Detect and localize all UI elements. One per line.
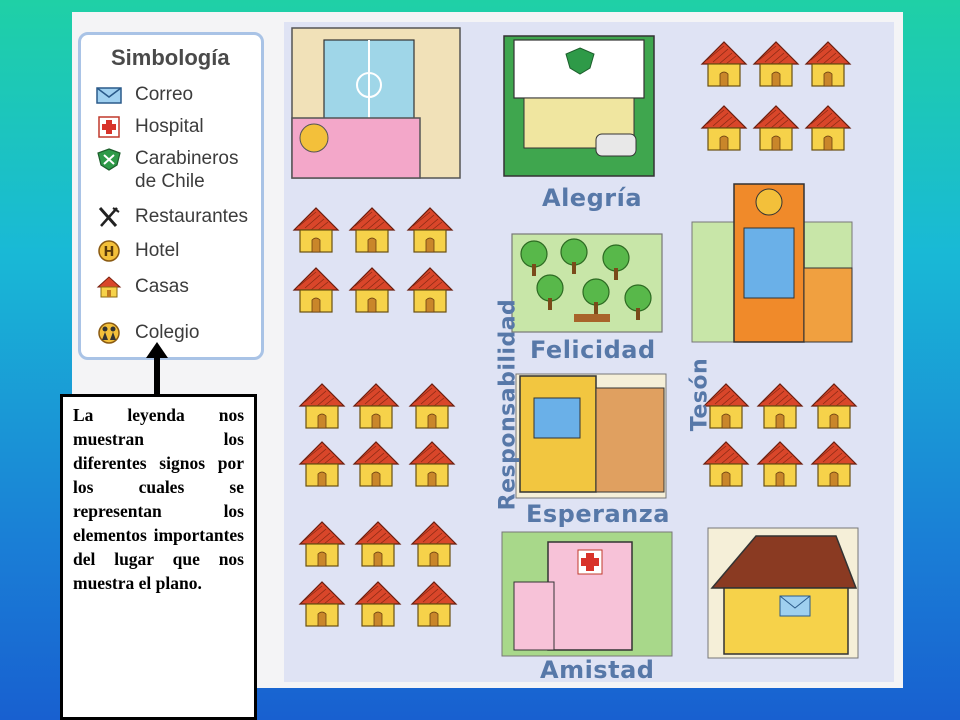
legend-box: Simbología Correo Hospital Carabineros bbox=[78, 32, 264, 360]
legend-item-carabineros: Carabineros de Chile bbox=[95, 147, 239, 193]
svg-text:H: H bbox=[104, 245, 115, 260]
street-teson: Tesón bbox=[687, 357, 713, 432]
street-alegria: Alegría bbox=[542, 184, 643, 212]
hospital-block bbox=[501, 531, 673, 657]
houses-block-lower-left bbox=[299, 383, 455, 487]
school-block bbox=[291, 27, 461, 179]
legend-item-correo: Correo bbox=[95, 83, 193, 107]
legend-item-casas: Casas bbox=[95, 275, 189, 299]
hotel-h-icon: H bbox=[98, 240, 120, 262]
legend-label: Restaurantes bbox=[135, 206, 249, 227]
post-office-block bbox=[707, 527, 859, 659]
legend-label: Colegio bbox=[135, 322, 200, 343]
houses-block-lower-right bbox=[703, 383, 857, 487]
restaurant-block bbox=[515, 373, 667, 499]
caption-text: La leyenda nos muestran los diferentes s… bbox=[73, 405, 244, 593]
map-drawing bbox=[291, 27, 859, 659]
houses-block-bottom-left bbox=[299, 521, 457, 627]
police-badge-icon bbox=[97, 148, 121, 171]
legend-title: Simbología bbox=[111, 45, 230, 70]
hospital-cross-icon bbox=[98, 116, 120, 138]
street-felicidad: Felicidad bbox=[530, 336, 656, 364]
house-icon bbox=[96, 276, 122, 298]
street-amistad: Amistad bbox=[540, 656, 655, 684]
legend-label: Carabineros de Chile bbox=[135, 148, 239, 192]
street-esperanza: Esperanza bbox=[526, 500, 670, 528]
legend-label: Hotel bbox=[135, 240, 180, 261]
street-responsabilidad: Responsabilidad bbox=[495, 298, 521, 511]
park-block bbox=[511, 233, 663, 333]
legend-label: Correo bbox=[135, 84, 194, 105]
legend-item-hospital: Hospital bbox=[95, 115, 204, 139]
fork-knife-icon bbox=[98, 207, 120, 227]
envelope-icon bbox=[96, 87, 122, 104]
map-illustration: Simbología Correo Hospital Carabineros bbox=[72, 12, 903, 688]
caption-box: La leyenda nos muestran los diferentes s… bbox=[60, 394, 257, 720]
hotel-block bbox=[691, 183, 853, 343]
legend-item-restaurantes: Restaurantes bbox=[95, 205, 248, 229]
legend-label: Hospital bbox=[135, 116, 204, 137]
houses-block-mid-left bbox=[293, 207, 453, 313]
city-map: Alegría Felicidad Esperanza Amistad Resp… bbox=[284, 22, 894, 684]
arrow-up-icon bbox=[146, 342, 168, 394]
legend-item-hotel: H Hotel bbox=[95, 239, 179, 263]
school-children-icon bbox=[98, 322, 120, 344]
houses-block-top-right bbox=[701, 41, 851, 151]
legend-item-colegio: Colegio bbox=[95, 321, 199, 345]
legend-label: Casas bbox=[135, 276, 189, 297]
police-block bbox=[503, 35, 655, 177]
